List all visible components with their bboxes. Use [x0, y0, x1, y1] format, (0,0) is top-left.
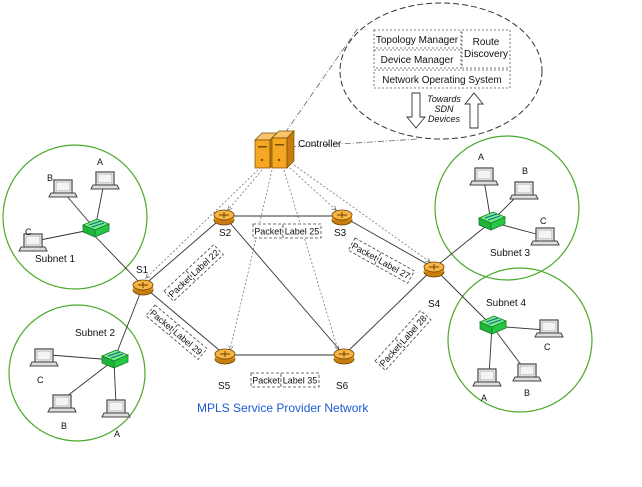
router-s1-label: S1 [136, 265, 149, 276]
subnet-2-title: Subnet 2 [75, 328, 115, 339]
subnet-4-switch-icon[interactable] [479, 315, 507, 335]
subnet-1-host-b-laptop-icon[interactable] [48, 179, 78, 198]
subnet-1-host-c-laptop-icon[interactable] [18, 233, 48, 252]
subnet-1-host-c-label: C [25, 227, 32, 237]
subnet-3-host-b-laptop-icon[interactable] [509, 181, 539, 200]
router-s6-icon[interactable] [333, 348, 355, 365]
route-discovery-label-line1: Route [473, 37, 500, 48]
router-s1-icon[interactable] [132, 279, 154, 296]
subnet-4-host-c-label: C [544, 342, 551, 352]
towards-label-line2: SDN [434, 104, 454, 114]
router-s3-icon[interactable] [331, 209, 353, 226]
subnet-1-host-b-label: B [47, 173, 53, 183]
packet-s3-s4: Packet Label 27 [347, 237, 416, 284]
router-s5-label: S5 [218, 381, 231, 392]
backbone-links [88, 215, 493, 361]
subnet-3-host-a-label: A [478, 152, 484, 162]
subnet-4-host-a-label: A [481, 393, 487, 403]
subnet-4-host-a-laptop-icon[interactable] [472, 368, 502, 387]
router-s3-label: S3 [334, 228, 347, 239]
controller-control-links [146, 164, 430, 350]
subnet-2-host-a-laptop-icon[interactable] [101, 399, 131, 418]
network-caption: MPLS Service Provider Network [197, 401, 369, 415]
controller-link-top [284, 27, 359, 134]
subnet-2-host-a-label: A [114, 429, 120, 439]
subnet-4-host-b-laptop-icon[interactable] [512, 363, 542, 382]
subnet-1-host-a-laptop-icon[interactable] [90, 171, 120, 190]
controller-server-icon[interactable] [254, 130, 295, 169]
subnet-1-host-a-label: A [97, 157, 103, 167]
controller-link-bottom [289, 138, 420, 148]
router-s4-icon[interactable] [423, 261, 445, 278]
subnet-1-switch-icon[interactable] [82, 218, 110, 238]
packet-s2-s3-label: Label 25 [285, 227, 320, 237]
subnet-2-host-c-laptop-icon[interactable] [29, 348, 59, 367]
route-discovery-box[interactable] [461, 29, 511, 69]
down-arrow-icon [406, 92, 426, 129]
packet-s4-s6: Packet Label 28 [374, 309, 432, 371]
controller-label: Controller [298, 139, 342, 150]
subnet-2-host-b-laptop-icon[interactable] [47, 394, 77, 413]
subnet-3-switch-icon[interactable] [478, 211, 506, 231]
topology-manager-box[interactable] [373, 29, 462, 49]
network-os-box[interactable] [373, 69, 511, 89]
subnet-3-host-a-laptop-icon[interactable] [469, 167, 499, 186]
subnet-1-circle [2, 144, 148, 290]
towards-label-line1: Towards [427, 94, 461, 104]
subnet-2-circle [8, 304, 146, 442]
packet-s5-s6-label: Label 35 [283, 376, 318, 386]
route-discovery-label-line2: Discovery [464, 49, 508, 60]
network-os-label: Network Operating System [382, 75, 502, 86]
subnet-3-host-c-label: C [540, 216, 547, 226]
packet-s2-s3: Packet Label 25 [252, 223, 322, 239]
router-s2-icon[interactable] [213, 209, 235, 226]
subnet-2-host-b-label: B [61, 421, 67, 431]
subnet-4-title: Subnet 4 [486, 298, 526, 309]
packet-s1-s2: Packet Label 22 [163, 244, 224, 302]
packet-s5-s6-packet: Packet [252, 376, 280, 386]
towards-label-line3: Devices [428, 114, 461, 124]
router-s6-label: S6 [336, 381, 349, 392]
router-s5-icon[interactable] [214, 348, 236, 365]
host-links [39, 179, 547, 406]
device-manager-label: Device Manager [381, 55, 454, 66]
subnet-2-host-c-label: C [37, 375, 44, 385]
packet-s5-s6: Packet Label 35 [250, 372, 320, 388]
subnet-4-circle [447, 267, 593, 413]
router-s2-label: S2 [219, 228, 232, 239]
device-manager-box[interactable] [373, 49, 462, 69]
up-arrow-icon [464, 92, 484, 129]
router-s4-label: S4 [428, 299, 441, 310]
subnet-3-circle [434, 135, 580, 281]
packet-s2-s3-packet: Packet [254, 227, 282, 237]
subnet-4-host-b-label: B [524, 388, 530, 398]
subnet-3-host-c-laptop-icon[interactable] [530, 227, 560, 246]
topology-manager-label: Topology Manager [376, 35, 459, 46]
subnet-3-host-b-label: B [522, 166, 528, 176]
subnet-4-host-c-laptop-icon[interactable] [534, 319, 564, 338]
subnet-1-title: Subnet 1 [35, 254, 75, 265]
subnet-3-title: Subnet 3 [490, 248, 530, 259]
subnet-2-switch-icon[interactable] [101, 349, 129, 369]
